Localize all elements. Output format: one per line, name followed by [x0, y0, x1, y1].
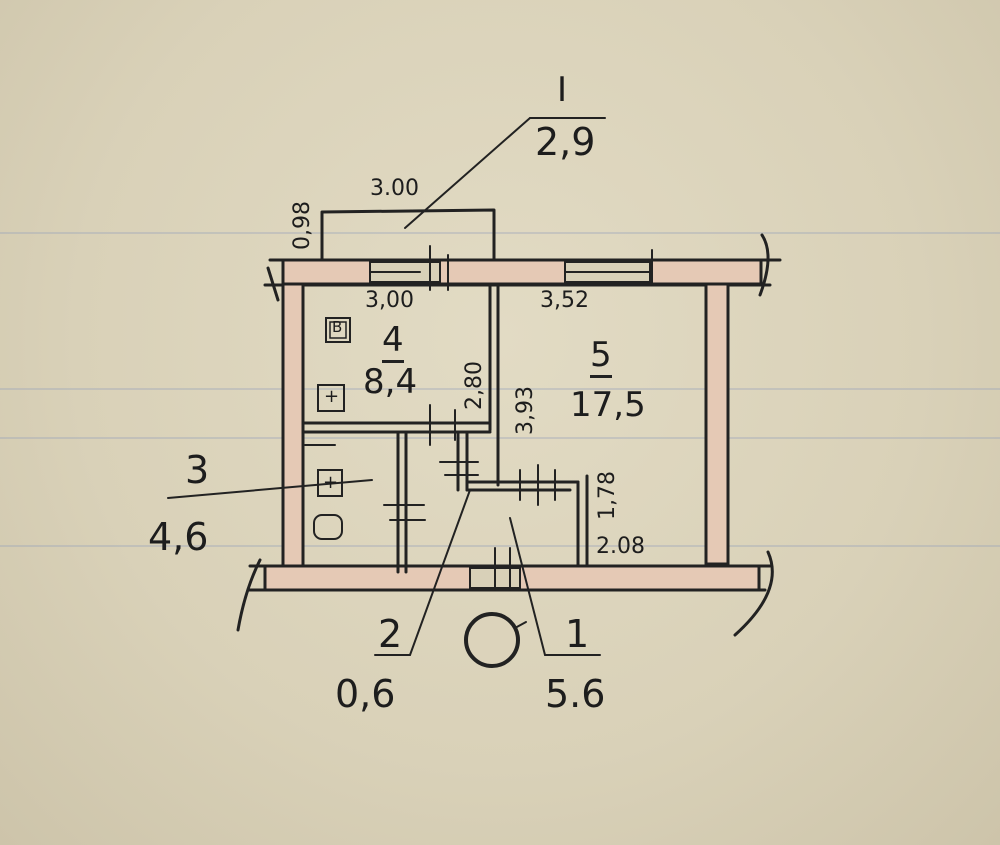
dim-living-width: 3,52	[540, 288, 589, 313]
stove-mark: B	[332, 318, 343, 336]
balcony-area: 2,9	[535, 120, 596, 164]
room-1-area: 5.6	[545, 672, 606, 716]
dim-kitchen-depth: 2,80	[462, 361, 487, 410]
kitchen-sink-icon	[317, 384, 345, 412]
stove-icon	[325, 317, 351, 343]
dim-hall-width: 2.08	[596, 534, 645, 559]
sink-mark: +	[324, 386, 340, 407]
room-2-number: 2	[378, 612, 403, 656]
toilet-icon	[313, 514, 343, 540]
dim-living-depth: 3,93	[513, 386, 538, 435]
ruled-line	[0, 545, 1000, 547]
bottom-wall-break	[236, 550, 774, 637]
balcony-outline	[320, 208, 496, 264]
room-5-number: 5	[590, 335, 612, 378]
room-3-area: 4,6	[148, 515, 209, 559]
balcony-width: 3.00	[370, 176, 419, 201]
riser-symbol	[464, 612, 520, 668]
leader-room-3	[167, 479, 373, 499]
balcony-number: I	[557, 70, 568, 110]
room-4-area: 8,4	[363, 362, 418, 402]
room-5-area: 17,5	[570, 385, 646, 425]
ruled-line	[0, 437, 1000, 439]
leader-room-1	[509, 517, 546, 656]
room-3-number: 3	[185, 448, 210, 492]
leader-balcony	[404, 117, 531, 229]
balcony-depth: 0,98	[290, 201, 315, 250]
dim-kitchen-width: 3,00	[365, 288, 414, 313]
room-1-number: 1	[565, 612, 590, 656]
room-4-number: 4	[382, 320, 404, 363]
room-2-area: 0,6	[335, 672, 396, 716]
leader-room-2	[409, 489, 471, 656]
left-wall	[281, 282, 305, 578]
dim-hall-depth: 1,78	[595, 471, 620, 520]
ruled-line	[0, 232, 1000, 234]
top-wall-break	[266, 233, 770, 302]
top-wall	[281, 258, 763, 286]
ruled-line	[0, 388, 1000, 390]
bath-mark: +	[323, 472, 339, 493]
right-wall	[704, 282, 730, 566]
